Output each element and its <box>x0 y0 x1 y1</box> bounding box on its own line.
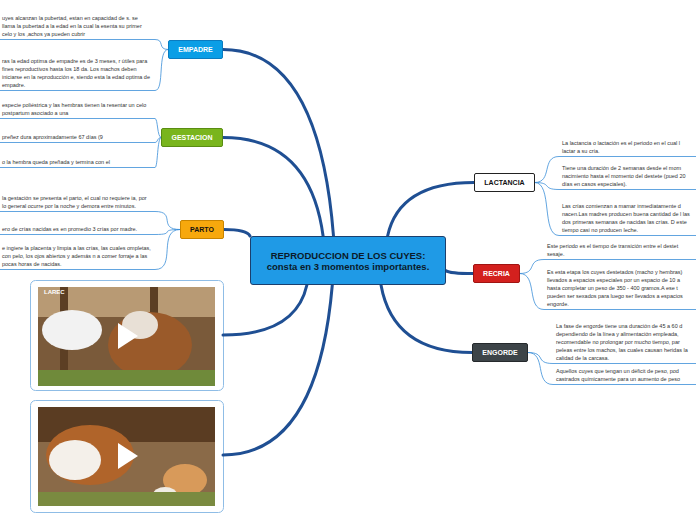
note-text: La fase de engorde tiene una duración de… <box>556 322 692 362</box>
central-topic: REPRODUCCION DE LOS CUYES: consta en 3 m… <box>250 236 446 285</box>
watermark: LAREC <box>44 289 84 296</box>
note-text: La lactancia o lactación es el periodo e… <box>562 139 692 155</box>
note-text: o la hembra queda preñada y termina con … <box>2 158 152 166</box>
branch-line <box>381 285 472 353</box>
topic-text: RECRIA <box>483 269 510 278</box>
branch-line <box>223 285 332 455</box>
topic-box: RECRIA <box>473 264 520 283</box>
note-text: preñez dura aproximadamente 67 días (9 <box>2 133 152 141</box>
note-leader <box>0 230 180 270</box>
note-text: la gestación se presenta el parto, el cu… <box>2 194 152 210</box>
note-text: uyes alcanzan la pubertad, estan en capa… <box>2 14 152 38</box>
topic-text: ENGORDE <box>482 348 517 357</box>
note-text: ero de crías nacidas es en promedio 3 cr… <box>2 225 152 233</box>
note-text: ras la edad optima de empadre es de 3 me… <box>2 57 152 89</box>
note-leader <box>0 138 161 168</box>
note-leader <box>0 50 168 91</box>
video-frame-2 <box>31 401 224 513</box>
topic-text: LACTANCIA <box>484 178 524 187</box>
note-leader <box>528 353 696 364</box>
note-text: Aquellos cuyes que tengan un déficit de … <box>556 367 692 383</box>
branch-line <box>223 50 334 237</box>
video-frame-1 <box>31 281 224 391</box>
branch-line <box>388 183 474 237</box>
branch-line <box>223 138 323 237</box>
topic-box: LACTANCIA <box>474 173 535 192</box>
note-text: Es esta etapa los cuyes destetados (mach… <box>547 268 692 308</box>
note-leader <box>0 40 168 50</box>
topic-box: PARTO <box>180 220 224 239</box>
topic-text: EMPADRE <box>178 45 212 54</box>
note-text: Tiene una duración de 2 semanas desde el… <box>562 164 692 188</box>
note-leader <box>535 183 696 236</box>
note-text: e ingiere la placenta y limpia a las crí… <box>2 244 152 268</box>
branch-line <box>224 230 250 237</box>
topic-text: PARTO <box>190 225 214 234</box>
topic-box: ENGORDE <box>472 343 528 362</box>
note-text: Las crías comienzan a mamar inmediatamen… <box>562 202 692 234</box>
topic-text: GESTACION <box>171 133 212 142</box>
branch-line <box>446 271 473 274</box>
note-text: especie poliéstrica y las hembras tienen… <box>2 101 152 117</box>
topic-box: GESTACION <box>161 128 223 147</box>
topic-box: EMPADRE <box>168 40 223 59</box>
note-leader <box>528 353 696 385</box>
note-text: Este periodo es el tiempo de transición … <box>547 242 692 258</box>
branch-line <box>223 285 307 335</box>
topic-text: REPRODUCCION DE LOS CUYES: consta en 3 m… <box>261 250 435 272</box>
